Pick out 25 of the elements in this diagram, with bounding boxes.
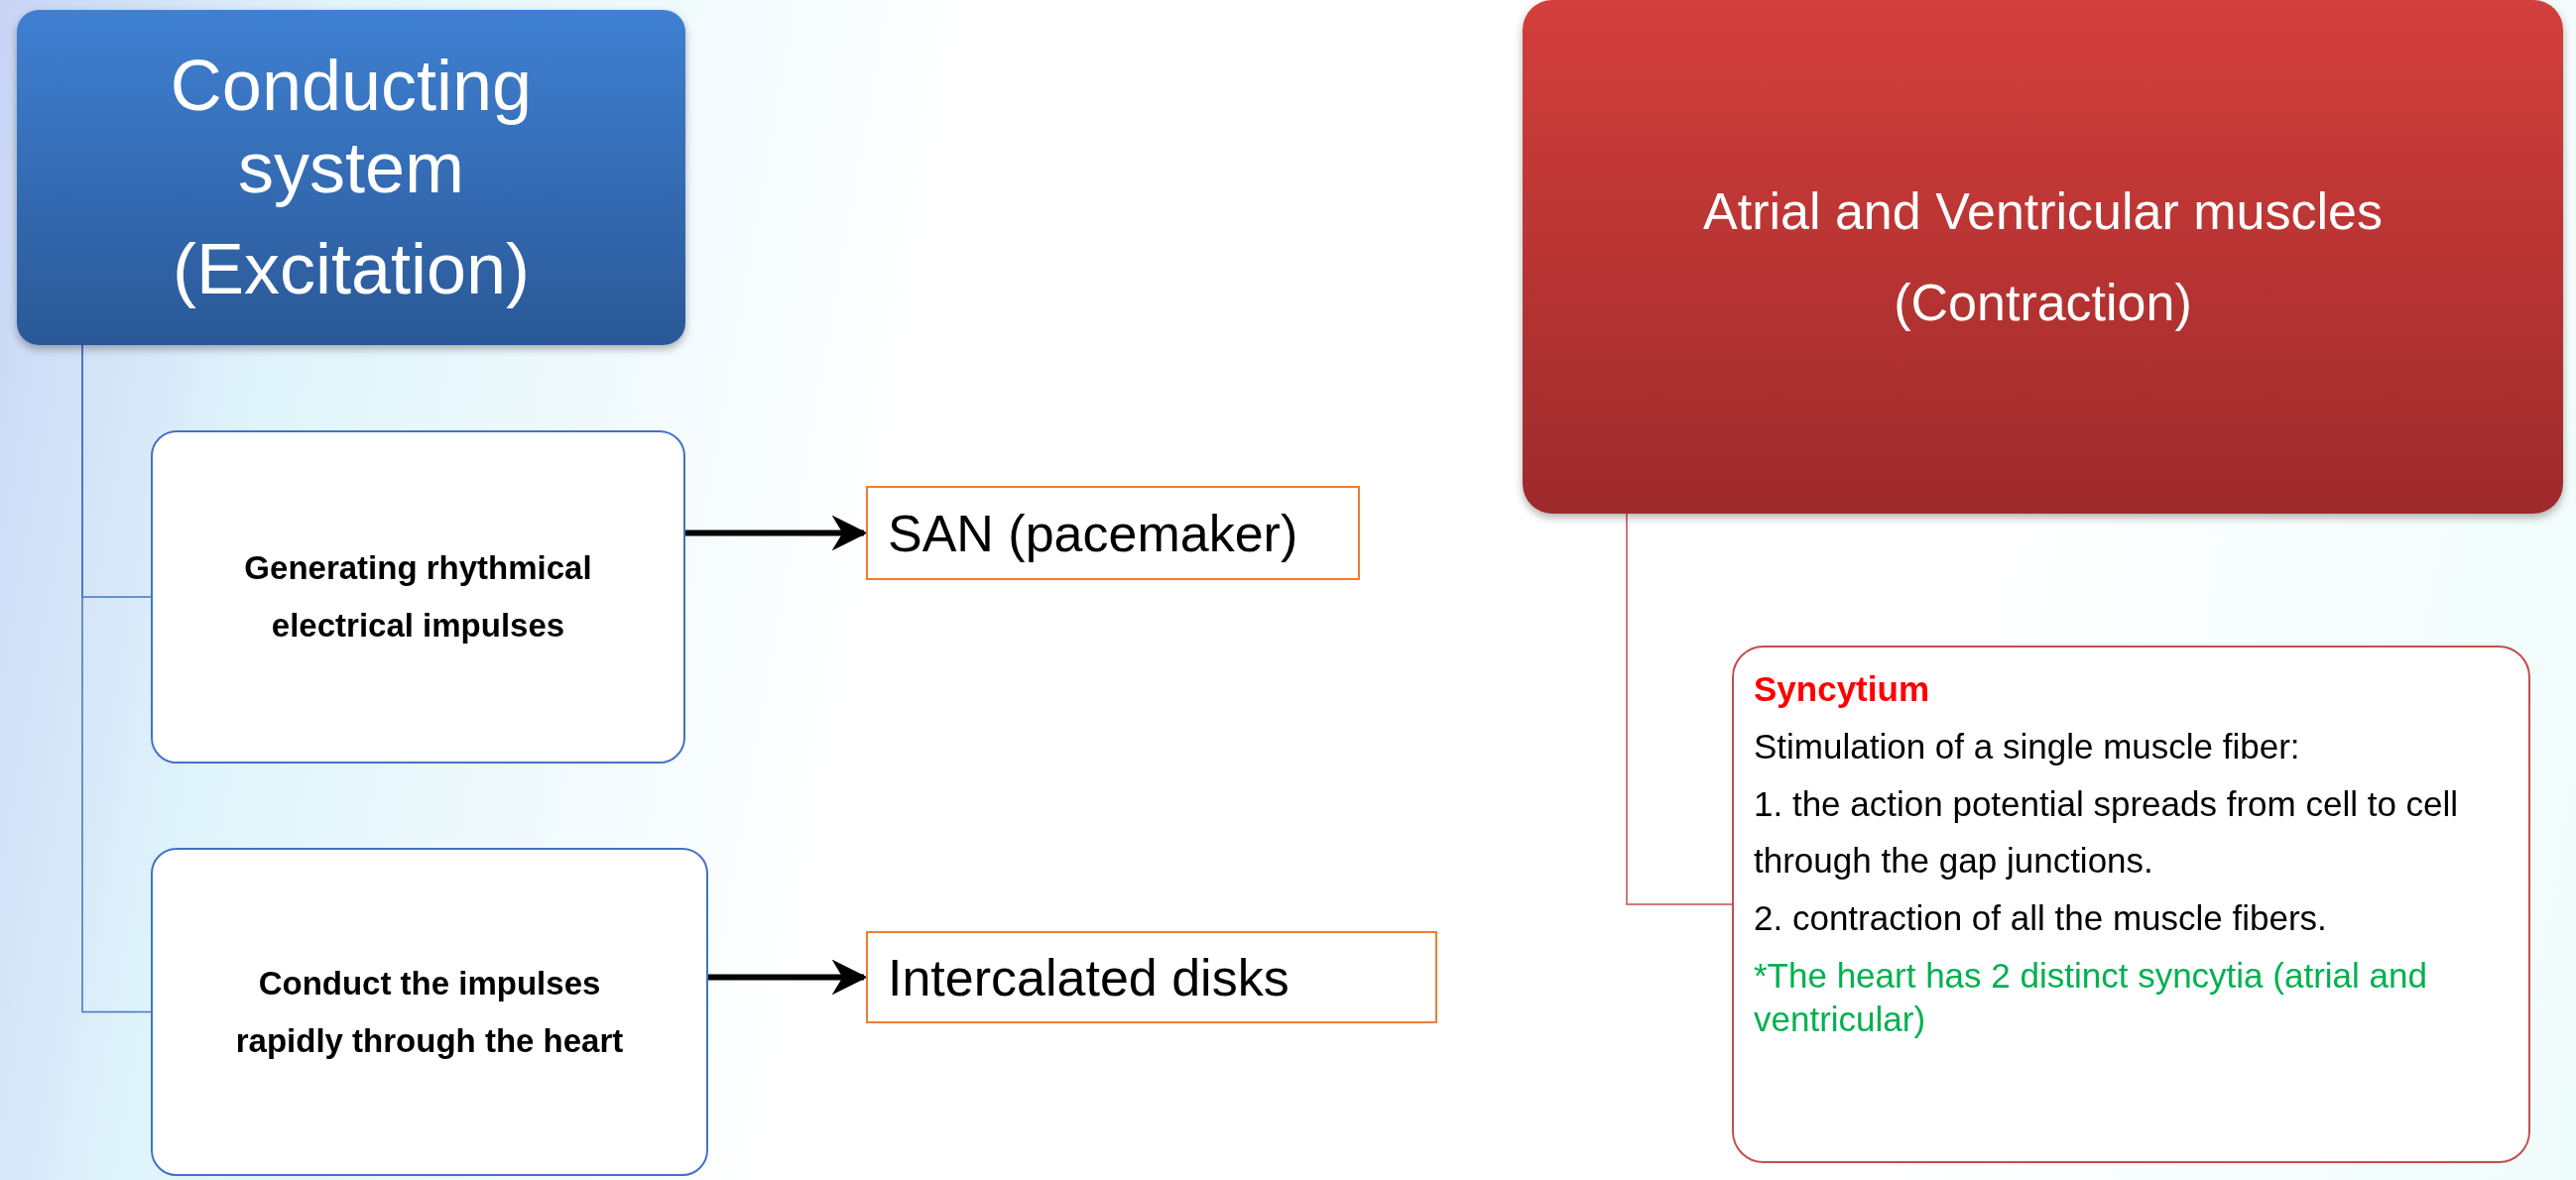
- process-box: [151, 430, 685, 764]
- heading-box: [17, 10, 685, 345]
- connector-line: [1626, 513, 1733, 905]
- box-text: Conduct the impulses rapidly through the heart: [234, 963, 625, 1061]
- box-text: (Excitation): [172, 228, 531, 311]
- arrow: [708, 959, 868, 996]
- box-heading: Conducting system: [169, 44, 534, 209]
- term-box: [866, 486, 1360, 580]
- note-box: [1732, 646, 2530, 1163]
- connector-line: [81, 344, 152, 1013]
- heading-box: [1523, 0, 2563, 514]
- box-heading: Atrial and Ventricular muscles: [1703, 180, 2383, 242]
- box-text: 2. contraction of all the muscle fibers.: [1754, 897, 2327, 939]
- box-text: (Contraction): [1894, 273, 2192, 333]
- box-text: *The heart has 2 distinct syncytia (atrial and ventricular): [1754, 954, 2428, 1040]
- box-text: Intercalated disks: [888, 947, 1289, 1007]
- box-text: SAN (pacemaker): [888, 503, 1298, 563]
- box-heading: Syncytium: [1754, 668, 1929, 710]
- term-box: [866, 931, 1437, 1023]
- arrow: [685, 515, 868, 551]
- process-box: [151, 848, 708, 1176]
- box-text: through the gap junctions.: [1754, 840, 2153, 883]
- box-text: Stimulation of a single muscle fiber:: [1754, 725, 2300, 767]
- box-text: Generating rhythmical electrical impulses: [243, 548, 593, 646]
- box-text: 1. the action potential spreads from cell to cell: [1754, 782, 2459, 825]
